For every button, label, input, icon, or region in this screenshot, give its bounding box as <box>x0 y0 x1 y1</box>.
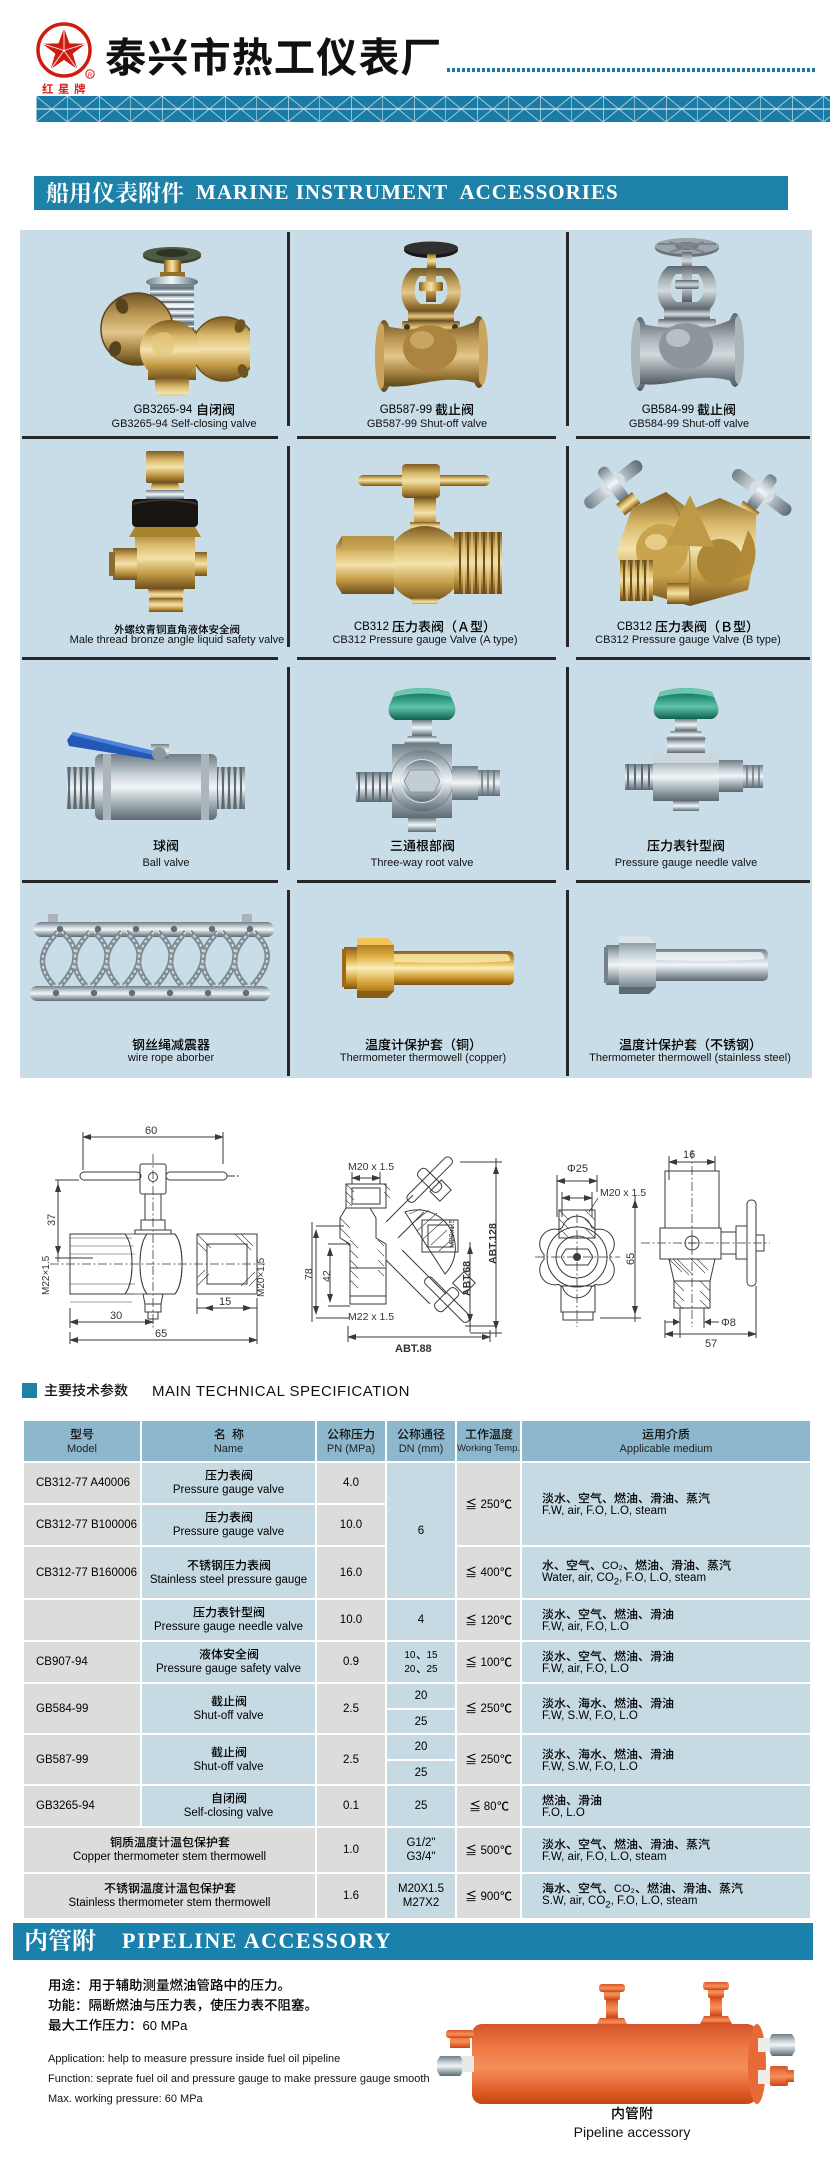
svg-text:Φ25: Φ25 <box>567 1163 588 1175</box>
svg-text:M20 x 1.5: M20 x 1.5 <box>348 1161 394 1173</box>
svg-text:16: 16 <box>683 1149 695 1161</box>
svg-text:30: 30 <box>110 1310 122 1322</box>
svg-text:R: R <box>88 73 93 79</box>
svg-text:65: 65 <box>155 1328 167 1340</box>
svg-text:37: 37 <box>46 1214 58 1226</box>
svg-text:78: 78 <box>303 1268 315 1280</box>
svg-text:15: 15 <box>219 1296 231 1308</box>
svg-text:60: 60 <box>145 1125 157 1137</box>
svg-text:M20×1.5: M20×1.5 <box>256 1257 267 1297</box>
svg-text:ABT.88: ABT.88 <box>395 1343 432 1355</box>
svg-text:ABT.128: ABT.128 <box>487 1223 499 1264</box>
svg-text:57: 57 <box>705 1338 717 1350</box>
svg-text:M22×1.5: M22×1.5 <box>41 1255 52 1295</box>
svg-text:65: 65 <box>625 1253 637 1265</box>
svg-text:M20 x 1.5: M20 x 1.5 <box>600 1187 646 1199</box>
svg-text:Φ8: Φ8 <box>721 1317 736 1329</box>
svg-text:M22 x 1.5: M22 x 1.5 <box>348 1311 394 1323</box>
svg-text:ABT.68: ABT.68 <box>461 1261 473 1296</box>
svg-text:42: 42 <box>321 1270 333 1282</box>
svg-text:M20x1.5: M20x1.5 <box>447 1219 456 1248</box>
